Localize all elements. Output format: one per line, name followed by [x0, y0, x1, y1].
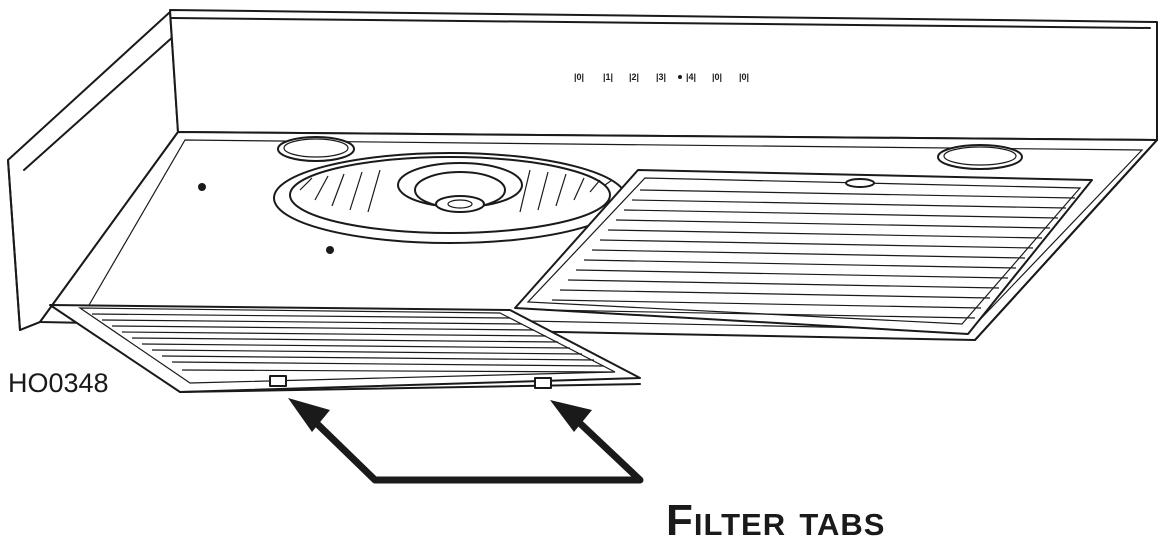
control-label: |1| — [603, 72, 613, 82]
callout-arrows — [288, 398, 644, 484]
hood-side-panel — [7, 11, 179, 331]
indicator-light — [678, 75, 682, 79]
control-label: |3| — [656, 72, 666, 82]
blower-fan — [273, 152, 627, 244]
removed-filter — [49, 304, 641, 393]
filter-tab-left — [269, 375, 287, 387]
control-label: |0| — [712, 72, 722, 82]
light-lenses — [277, 136, 1023, 170]
arrow-head-right — [550, 400, 592, 432]
filter-latch-knob — [845, 178, 875, 188]
control-label: |4| — [686, 72, 696, 82]
screws — [198, 183, 334, 254]
figure-code: HO0348 — [8, 368, 109, 398]
control-buttons: |0| |1| |2| |3| |4| |0| |0| — [574, 72, 749, 82]
filter-tab-right — [534, 377, 552, 389]
control-label: |0| — [574, 72, 584, 82]
control-label: |2| — [629, 72, 639, 82]
installed-filter — [514, 169, 1093, 335]
callout-caption: Filter tabs — [666, 496, 886, 545]
arrow-head-left — [288, 398, 330, 432]
control-label: |0| — [739, 72, 749, 82]
